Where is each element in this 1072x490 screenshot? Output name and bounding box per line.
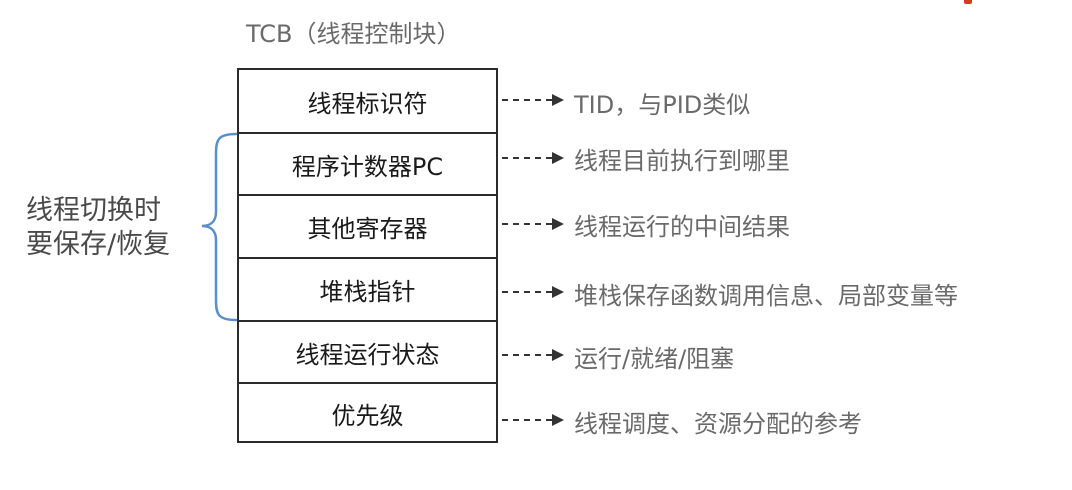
desc-priority: 线程调度、资源分配的参考 (574, 410, 862, 438)
arrow-head-priority (552, 414, 564, 426)
desc-stack-pointer: 堆栈保存函数调用信息、局部变量等 (574, 282, 958, 310)
tcb-field-thread-state: 线程运行状态 (239, 320, 496, 382)
tcb-table: 线程标识符 程序计数器PC 其他寄存器 堆栈指针 线程运行状态 优先级 (237, 68, 498, 443)
tcb-field-priority: 优先级 (239, 382, 496, 443)
diagram-title: TCB（线程控制块） (246, 20, 461, 48)
desc-program-counter: 线程目前执行到哪里 (574, 147, 790, 175)
desc-other-registers: 线程运行的中间结果 (574, 213, 790, 241)
side-label-line1: 线程切换时 (26, 195, 161, 226)
arrow-head-thread-id (552, 94, 564, 106)
arrow-head-stack-pointer (552, 286, 564, 298)
desc-thread-state: 运行/就绪/阻塞 (574, 345, 735, 373)
arrow-head-program-counter (552, 152, 564, 164)
tcb-field-other-registers: 其他寄存器 (239, 194, 496, 257)
tcb-field-program-counter: 程序计数器PC (239, 132, 496, 194)
arrow-head-thread-state (552, 349, 564, 361)
side-label: 线程切换时 要保存/恢复 (26, 194, 170, 262)
corner-accent-mark (964, 0, 972, 4)
tcb-field-thread-id: 线程标识符 (307, 89, 428, 118)
side-label-line2: 要保存/恢复 (26, 229, 171, 260)
arrow-head-other-registers (552, 218, 564, 230)
tcb-field-stack-pointer: 堆栈指针 (239, 257, 496, 320)
desc-thread-id: TID，与PID类似 (574, 91, 751, 119)
